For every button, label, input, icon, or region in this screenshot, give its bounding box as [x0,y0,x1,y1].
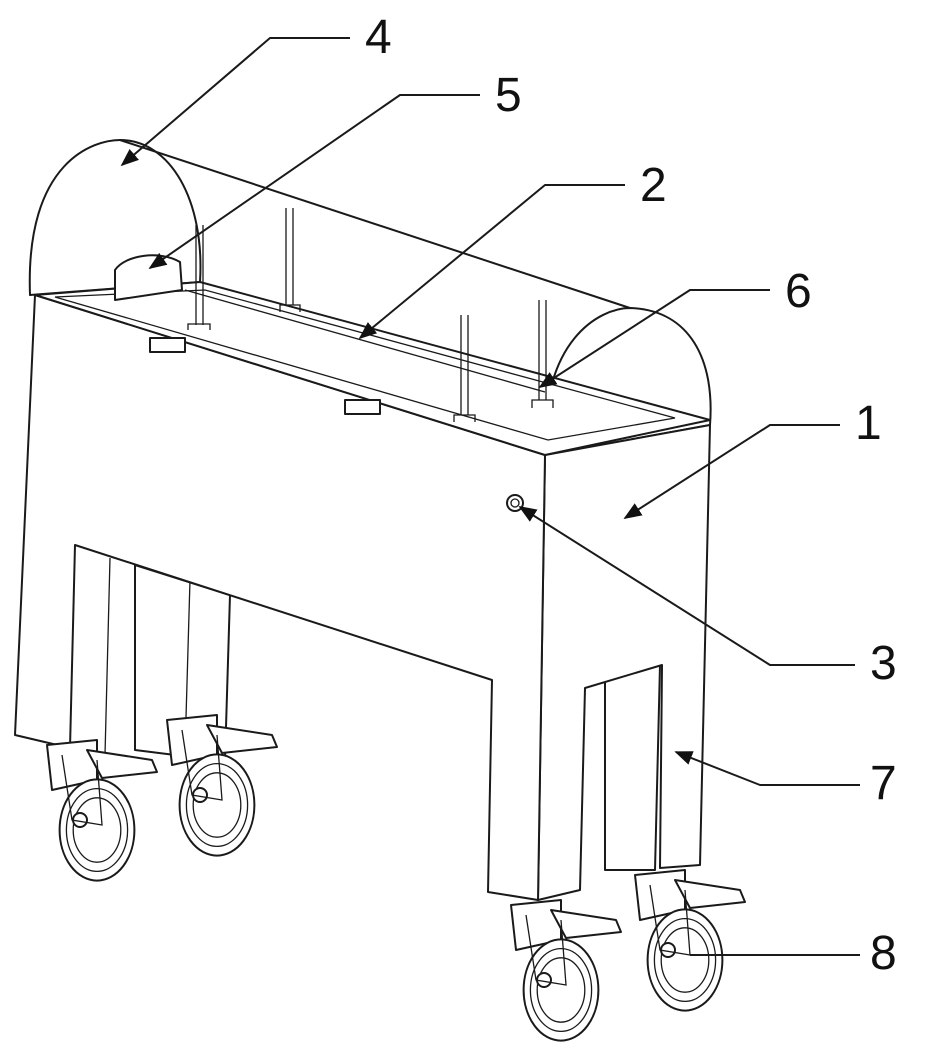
label-4: 4 [365,14,392,62]
caster-wheel [47,740,157,881]
label-8: 8 [870,930,897,978]
label-6: 6 [785,268,812,316]
caster-wheel [167,715,277,856]
label-5: 5 [495,72,522,120]
caster-wheel [511,900,621,1041]
label-3: 3 [870,640,897,688]
caster-wheel [635,870,745,1011]
label-2: 2 [640,162,667,210]
label-7: 7 [870,760,897,808]
label-1: 1 [855,400,882,448]
button [507,495,523,511]
